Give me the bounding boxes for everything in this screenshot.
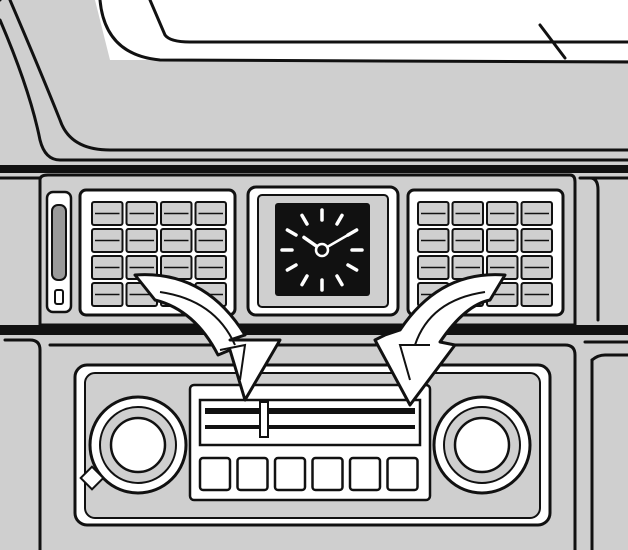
radio-preset-button[interactable]	[386, 456, 419, 492]
clock-tick	[335, 213, 344, 226]
top-dash-shelf	[0, 0, 628, 173]
right-air-vent-icon[interactable]	[406, 188, 565, 317]
radio-preset-button[interactable]	[236, 456, 269, 492]
radio-unit	[188, 383, 432, 502]
radio-preset-button[interactable]	[348, 456, 382, 492]
clock-tick	[285, 228, 298, 237]
clock-tick	[285, 263, 298, 272]
left-thumbwheel[interactable]	[45, 190, 73, 314]
radio-preset-button[interactable]	[311, 456, 344, 492]
radio-preset-button[interactable]	[273, 456, 307, 492]
clock-icon	[246, 185, 400, 317]
right-arrow-icon	[373, 273, 507, 407]
left-knob-icon[interactable]	[88, 395, 188, 495]
left-arrow-icon	[133, 273, 282, 402]
right-knob-icon[interactable]	[432, 395, 532, 495]
small-switch[interactable]	[79, 465, 105, 491]
radio-preset-button[interactable]	[198, 456, 232, 492]
clock-tick	[335, 274, 344, 287]
clock-tick	[300, 274, 309, 287]
clock-tick	[300, 213, 309, 226]
clock-hub	[314, 242, 330, 258]
clock-tick	[346, 263, 359, 272]
